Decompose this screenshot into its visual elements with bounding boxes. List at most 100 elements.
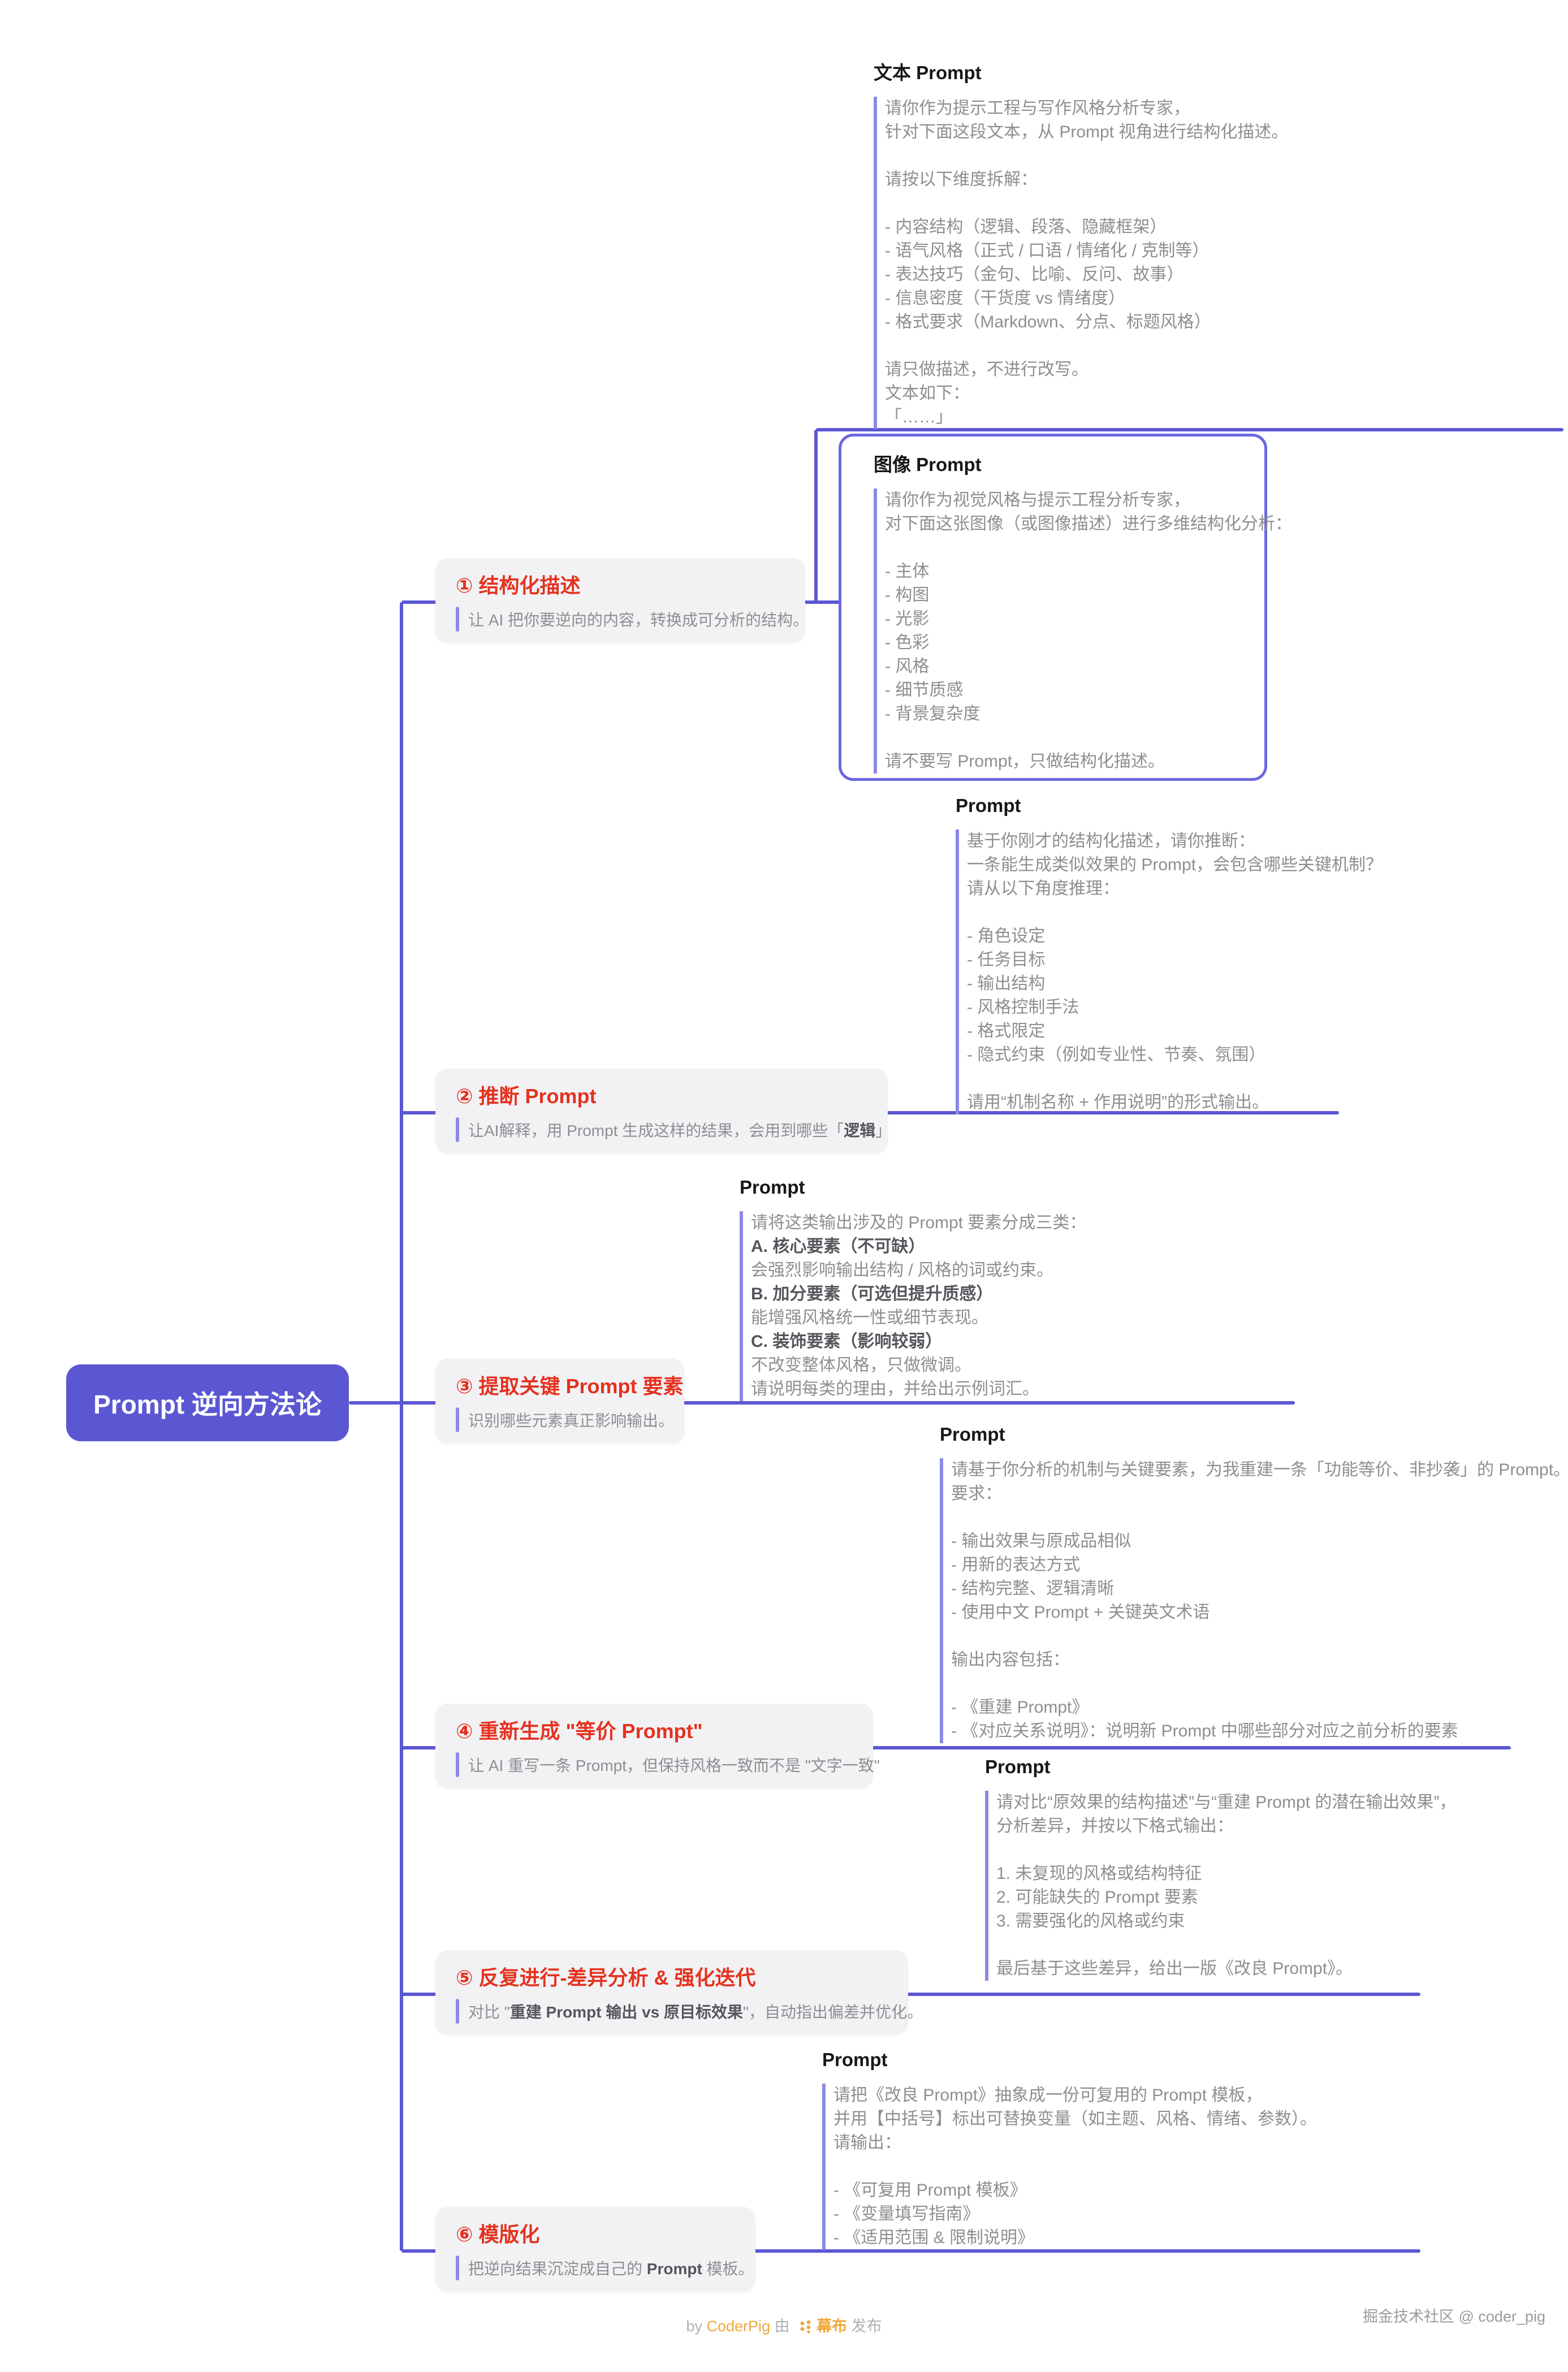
leaf-body-line: - 《对应关系说明》：说明新 Prompt 中哪些部分对应之前分析的要素 [951,1719,1568,1743]
leaf-body-line: B. 加分要素（可选但提升质感） [751,1282,1086,1306]
leaf-block-5[interactable]: Prompt 请基于你分析的机制与关键要素，为我重建一条「功能等价、非抄袭」的 P… [940,1422,1568,1743]
branch-node-1[interactable]: ① 结构化描述让 AI 把你要逆向的内容，转换成可分析的结构。 [435,558,809,643]
leaf-body-line [885,536,1292,560]
leaf-body-2: 请你作为视觉风格与提示工程分析专家，对下面这张图像（或图像描述）进行多维结构化分… [874,489,1292,774]
text-segment: 请不要写 Prompt，只做结构化描述。 [885,752,1165,771]
text-segment: - 主体 [885,562,930,581]
text-segment: "，自动指出偏差并优化。 [743,2003,923,2021]
connector-line-0 [400,602,403,2251]
leaf-title-7: Prompt [822,2049,888,2070]
leaf-body-line: - 《变量填写指南》 [833,2202,1317,2226]
desc-accent-bar [456,2256,459,2280]
leaf-body-line: - 隐式约束（例如专业性、节奏、氛围） [967,1043,1383,1067]
leaf-body-line: 请按以下维度拆解： [885,168,1288,192]
text-segment: - 隐式约束（例如专业性、节奏、氛围） [967,1045,1266,1064]
text-segment: - 结构完整、逻辑清晰 [951,1579,1115,1598]
leaf-title-1: 文本 Prompt [874,62,982,83]
branch-node-6[interactable]: ⑥ 模版化把逆向结果沉淀成自己的 Prompt 模板。 [435,2207,755,2292]
leaf-body-line: - 格式限定 [967,1019,1383,1043]
root-node[interactable]: Prompt 逆向方法论 [66,1364,349,1441]
leaf-body-line: 请把《改良 Prompt》抽象成一份可复用的 Prompt 模板， [833,2084,1317,2107]
text-segment: C. 装饰要素（影响较弱） [751,1332,943,1351]
leaf-body-3: 基于你刚才的结构化描述，请你推断：一条能生成类似效果的 Prompt，会包含哪些… [956,829,1383,1114]
text-segment: 请将这类输出涉及的 Prompt 要素分成三类： [751,1213,1087,1232]
text-segment: 对比 " [468,2003,510,2021]
text-segment: 请从以下角度推理： [967,879,1120,898]
text-segment: - 格式限定 [967,1022,1046,1040]
footer-credit: by CoderPig 由 幕布 发布 [0,2314,1568,2338]
leaf-body-line: 请你作为视觉风格与提示工程分析专家， [885,489,1292,512]
connector-line-6 [401,1746,1511,1749]
text-segment: - 语气风格（正式 / 口语 / 情绪化 / 克制等） [885,241,1210,260]
text-segment: 分析差异，并按以下格式输出： [996,1817,1234,1835]
leaf-body-line: 对下面这张图像（或图像描述）进行多维结构化分析： [885,512,1292,536]
text-segment: 针对下面这段文本，从 Prompt 视角进行结构化描述。 [885,123,1289,141]
desc-accent-bar [456,1999,459,2024]
mubu-logo-icon [798,2319,813,2338]
text-segment: - 用新的表达方式 [951,1556,1081,1574]
branch-desc-4: 让 AI 重写一条 Prompt，但保持风格一致而不是 "文字一致" [456,1752,880,1777]
leaf-body-line: 会强烈影响输出结构 / 风格的词或约束。 [751,1259,1086,1282]
leaf-body-1: 请你作为提示工程与写作风格分析专家，针对下面这段文本，从 Prompt 视角进行… [874,97,1288,429]
branch-node-3[interactable]: ③ 提取关键 Prompt 要素识别哪些元素真正影响输出。 [435,1359,684,1444]
leaf-body-line: - 内容结构（逻辑、段落、隐藏框架） [885,215,1288,239]
desc-accent-bar [456,1117,459,1142]
leaf-body-line: - 风格 [885,655,1292,679]
leaf-body-line: 输出内容包括： [951,1648,1568,1672]
text-segment: - 光影 [885,610,930,628]
branch-desc-text: 让AI解释，用 Prompt 生成这样的结果，会用到哪些「逻辑」 [468,1118,891,1141]
branch-desc-text: 把逆向结果沉淀成自己的 Prompt 模板。 [468,2257,754,2279]
leaf-body-line [951,1506,1568,1530]
text-segment: 文本如下： [885,384,970,403]
leaf-block-7[interactable]: Prompt 请把《改良 Prompt》抽象成一份可复用的 Prompt 模板，并… [822,2047,1317,2250]
image-prompt-highlight-box[interactable] [839,434,1267,781]
text-segment: 把逆向结果沉淀成自己的 [468,2260,647,2278]
text-segment: - 《适用范围 & 限制说明》 [833,2228,1035,2247]
text-segment: 模板。 [702,2260,754,2278]
branch-desc-2: 让AI解释，用 Prompt 生成这样的结果，会用到哪些「逻辑」 [456,1117,891,1142]
leaf-body-line: - 细节质感 [885,679,1292,702]
branch-node-2[interactable]: ② 推断 Prompt 让AI解释，用 Prompt 生成这样的结果，会用到哪些「… [435,1069,891,1153]
leaf-body-line: 最后基于这些差异，给出一版《改良 Prompt》。 [996,1957,1456,1981]
connector-line-3 [814,430,818,602]
leaf-body-line: 请说明每类的理由，并给出示例词汇。 [751,1377,1086,1401]
branch-title-5: ⑤ 反复进行-差异分析 & 强化迭代 [456,1966,756,1989]
text-segment: 请只做描述，不进行改写。 [885,360,1088,379]
text-segment: - 信息密度（干货度 vs 情绪度） [885,289,1125,308]
leaf-block-1[interactable]: 文本 Prompt 请你作为提示工程与写作风格分析专家，针对下面这段文本，从 Pr… [874,61,1288,429]
leaf-title-5: Prompt [940,1424,1005,1445]
leaf-body-line: 并用【中括号】标出可替换变量（如主题、风格、情绪、参数）。 [833,2107,1317,2131]
leaf-body-line: 一条能生成类似效果的 Prompt，会包含哪些关键机制？ [967,853,1383,877]
text-segment: 要求： [951,1484,1002,1503]
branch-desc-text: 让 AI 把你要逆向的内容，转换成可分析的结构。 [468,608,809,630]
branch-desc-1: 让 AI 把你要逆向的内容，转换成可分析的结构。 [456,607,809,632]
text-segment: Prompt [646,2260,702,2278]
text-segment: - 构图 [885,586,930,604]
text-segment: 逻辑 [844,1122,876,1139]
branch-node-5[interactable]: ⑤ 反复进行-差异分析 & 强化迭代对比 "重建 Prompt 输出 vs 原目… [435,1950,923,2035]
text-segment: 让 AI 把你要逆向的内容，转换成可分析的结构。 [468,611,809,629]
footer-brand: 幕布 [817,2318,848,2335]
leaf-body-line: 2. 可能缺失的 Prompt 要素 [996,1886,1456,1909]
branch-title-2: ② 推断 Prompt [456,1085,597,1108]
text-segment: 一条能生成类似效果的 Prompt，会包含哪些关键机制？ [967,856,1383,874]
leaf-body-line [951,1672,1568,1696]
footer-prefix: by [686,2318,707,2335]
leaf-title-4: Prompt [740,1177,805,1198]
leaf-body-line: - 输出效果与原成品相似 [951,1530,1568,1553]
branch-desc-3: 识别哪些元素真正影响输出。 [456,1407,674,1432]
leaf-body-line [967,1067,1383,1091]
text-segment: 2. 可能缺失的 Prompt 要素 [996,1888,1198,1907]
leaf-block-4[interactable]: Prompt 请将这类输出涉及的 Prompt 要素分成三类：A. 核心要素（不可… [740,1175,1086,1401]
text-segment: 不改变整体风格，只做微调。 [751,1356,971,1375]
leaf-body-5: 请基于你分析的机制与关键要素，为我重建一条「功能等价、非抄袭」的 Prompt。… [940,1458,1568,1743]
text-segment: - 任务目标 [967,950,1046,969]
leaf-body-line [951,1624,1568,1648]
leaf-body-4: 请将这类输出涉及的 Prompt 要素分成三类：A. 核心要素（不可缺）会强烈影… [740,1211,1086,1401]
branch-node-4[interactable]: ④ 重新生成 "等价 Prompt"让 AI 重写一条 Prompt，但保持风格… [435,1704,880,1788]
text-segment: 输出内容包括： [951,1651,1070,1669]
text-segment: 让AI解释，用 Prompt 生成这样的结果，会用到哪些「 [468,1122,844,1139]
